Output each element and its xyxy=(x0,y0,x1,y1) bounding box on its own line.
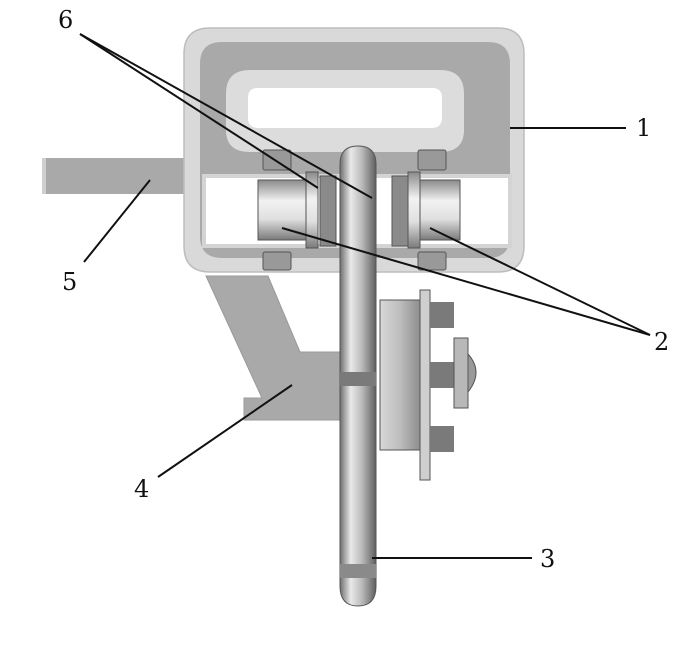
left-piston xyxy=(257,171,337,249)
callout-6: 6 xyxy=(58,6,73,34)
leader-5 xyxy=(83,179,151,263)
right-piston xyxy=(391,171,461,249)
callout-1: 1 xyxy=(636,114,651,142)
piston-seals xyxy=(262,149,447,271)
pressure-arrows xyxy=(232,206,488,218)
leader-2a xyxy=(281,227,651,336)
inlet-pipe xyxy=(42,158,192,194)
leader-lines xyxy=(79,33,651,559)
leader-6a xyxy=(79,33,319,189)
wheel-hub xyxy=(379,289,477,481)
callout-3: 3 xyxy=(540,545,555,573)
callout-5: 5 xyxy=(62,268,77,296)
callout-2: 2 xyxy=(654,328,669,356)
leader-6b xyxy=(79,33,373,199)
callout-4: 4 xyxy=(134,475,149,503)
leader-2b xyxy=(429,227,651,336)
brake-disc xyxy=(339,145,377,607)
leader-4 xyxy=(157,384,293,478)
